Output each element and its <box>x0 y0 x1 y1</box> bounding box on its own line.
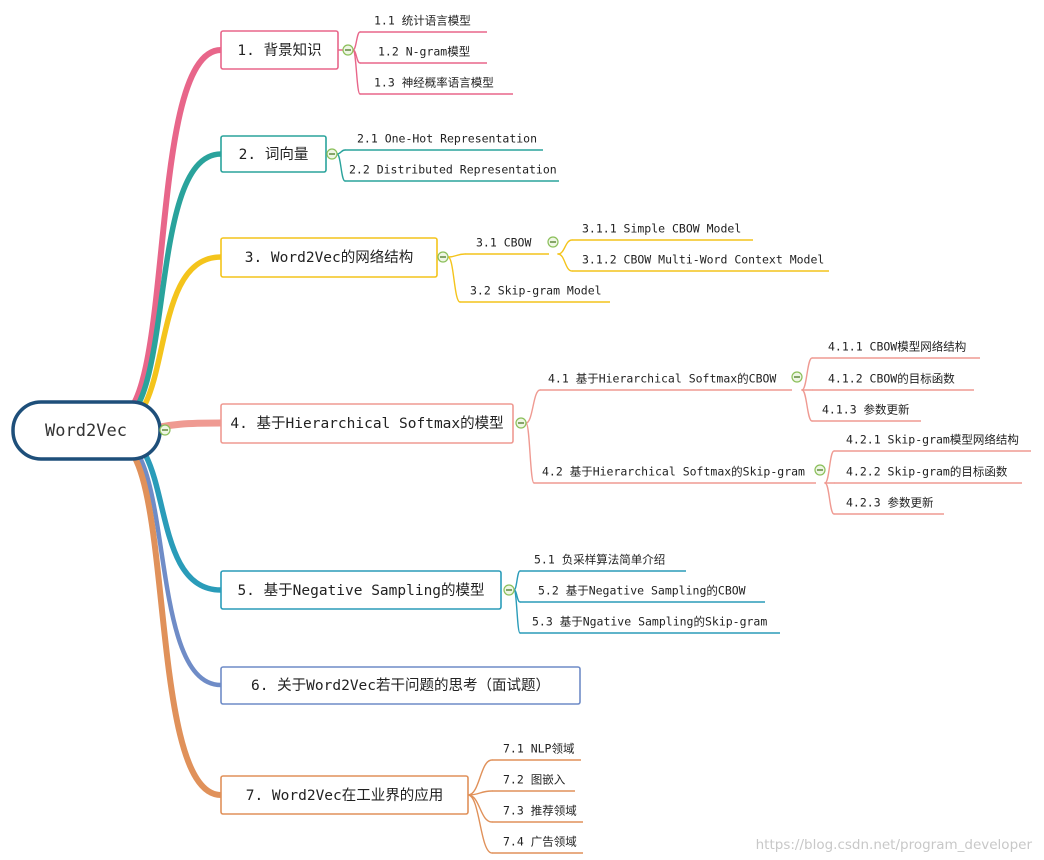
sub-b4-1-connector <box>525 389 541 424</box>
nodes: Word2Vec 1. 背景知识 2. 词向量 3. Word2Vec的网络结构 4. … <box>11 14 1019 849</box>
leaf-b4-1-2[interactable]: 4.1.2 CBOW的目标函数 <box>828 372 955 386</box>
branch-label-b4: 4. 基于Hierarchical Softmax的模型 <box>230 415 503 432</box>
leaf-b5-1-label: 5.1 负采样算法简单介绍 <box>534 553 665 567</box>
leaf-b7-2-label: 7.2 图嵌入 <box>503 773 566 787</box>
leaf-b1-1-label: 1.1 统计语言模型 <box>374 14 471 28</box>
sub-b3-2-connector <box>447 256 461 303</box>
leaf-b1-3[interactable]: 1.3 神经概率语言模型 <box>374 76 494 90</box>
branch-node-b5[interactable]: 5. 基于Negative Sampling的模型 <box>220 570 502 610</box>
leaf-b4-2-1[interactable]: 4.2.1 Skip-gram模型网络结构 <box>846 433 1019 447</box>
b3-collapse-toggle[interactable] <box>437 251 449 263</box>
leaf-b1-3-label: 1.3 神经概率语言模型 <box>374 76 494 90</box>
b4-2-collapse-toggle[interactable] <box>814 464 826 476</box>
branch-label-b2: 2. 词向量 <box>239 146 309 163</box>
leaf-b4-1-1-label: 4.1.1 CBOW模型网络结构 <box>828 340 966 354</box>
leaf-b7-1[interactable]: 7.1 NLP领域 <box>503 742 575 756</box>
branch-label-b7: 7. Word2Vec在工业界的应用 <box>246 786 444 804</box>
branch-node-b2[interactable]: 2. 词向量 <box>220 135 327 173</box>
leaf-b1-2-label: 1.2 N-gram模型 <box>378 45 470 59</box>
branch-node-b4[interactable]: 4. 基于Hierarchical Softmax的模型 <box>220 403 514 444</box>
leaf-b2-1-label: 2.1 One-Hot Representation <box>357 132 537 146</box>
leaf-b7-4-connector <box>467 794 493 854</box>
b3-1-collapse-toggle[interactable] <box>547 236 559 248</box>
branch-node-b1[interactable]: 1. 背景知识 <box>220 30 339 70</box>
leaf-b5-3-connector <box>513 589 521 634</box>
branch-node-b7[interactable]: 7. Word2Vec在工业界的应用 <box>220 775 469 815</box>
leaf-b2-2[interactable]: 2.2 Distributed Representation <box>349 163 557 177</box>
leaf-b4-1-2-label: 4.1.2 CBOW的目标函数 <box>828 372 955 386</box>
leaf-b4-2-1-label: 4.2.1 Skip-gram模型网络结构 <box>846 433 1019 447</box>
branch-label-b6: 6. 关于Word2Vec若干问题的思考（面试题） <box>251 677 550 694</box>
leaf-b2-2-label: 2.2 Distributed Representation <box>349 163 557 177</box>
leaf-b7-1-connector <box>467 759 493 796</box>
watermark: https://blog.csdn.net/program_developer <box>756 837 1033 853</box>
root-label: Word2Vec <box>45 421 127 441</box>
leaf-b5-2-label: 5.2 基于Negative Sampling的CBOW <box>538 584 746 598</box>
sub-b3-2[interactable]: 3.2 Skip-gram Model <box>470 284 602 298</box>
leaf-b1-2[interactable]: 1.2 N-gram模型 <box>378 45 470 59</box>
root-node[interactable]: Word2Vec <box>11 400 162 461</box>
sub-b3-1-label: 3.1 CBOW <box>476 236 531 250</box>
leaf-b7-1-label: 7.1 NLP领域 <box>503 742 575 756</box>
leaf-b4-2-3-connector <box>824 482 835 515</box>
leaf-b7-4-label: 7.4 广告领域 <box>503 835 577 849</box>
leaf-b5-3-label: 5.3 基于Ngative Sampling的Skip-gram <box>532 615 767 629</box>
b4-collapse-toggle[interactable] <box>515 417 527 429</box>
leaf-b5-1[interactable]: 5.1 负采样算法简单介绍 <box>534 553 665 567</box>
leaf-b5-2[interactable]: 5.2 基于Negative Sampling的CBOW <box>538 584 746 598</box>
leaf-b4-2-1-connector <box>824 450 835 484</box>
leaf-b3-1-2-label: 3.1.2 CBOW Multi-Word Context Model <box>582 253 824 267</box>
leaf-b5-1-connector <box>513 570 521 591</box>
leaf-b1-1[interactable]: 1.1 统计语言模型 <box>374 14 471 28</box>
sub-b4-1[interactable]: 4.1 基于Hierarchical Softmax的CBOW <box>548 372 776 386</box>
sub-b4-2-label: 4.2 基于Hierarchical Softmax的Skip-gram <box>542 465 805 479</box>
leaf-b7-3-label: 7.3 推荐领域 <box>503 804 577 818</box>
leaf-b3-1-1[interactable]: 3.1.1 Simple CBOW Model <box>582 222 741 236</box>
leaf-b4-2-3[interactable]: 4.2.3 参数更新 <box>846 496 934 510</box>
leaf-b4-2-2[interactable]: 4.2.2 Skip-gram的目标函数 <box>846 465 1008 479</box>
leaf-b7-3-connector <box>467 794 493 823</box>
branch-label-b1: 1. 背景知识 <box>237 42 321 59</box>
b5-collapse-toggle[interactable] <box>503 584 515 596</box>
trunk-b1 <box>113 47 224 421</box>
leaf-b7-2[interactable]: 7.2 图嵌入 <box>503 773 566 787</box>
b1-collapse-toggle[interactable] <box>342 44 354 56</box>
sub-b4-1-label: 4.1 基于Hierarchical Softmax的CBOW <box>548 372 776 386</box>
sub-b3-1-connector <box>447 253 466 258</box>
trunk-b7 <box>113 439 224 798</box>
leaf-b1-1-connector <box>352 31 361 51</box>
leaf-b4-1-3[interactable]: 4.1.3 参数更新 <box>822 403 910 417</box>
sub-b3-1[interactable]: 3.1 CBOW <box>476 236 531 250</box>
sub-b3-2-label: 3.2 Skip-gram Model <box>470 284 602 298</box>
leaf-b4-1-3-connector <box>801 389 813 422</box>
branch-node-b3[interactable]: 3. Word2Vec的网络结构 <box>220 237 438 278</box>
branch-label-b5: 5. 基于Negative Sampling的模型 <box>237 582 484 599</box>
leaf-b5-3[interactable]: 5.3 基于Ngative Sampling的Skip-gram <box>532 615 767 629</box>
leaf-b3-1-1-connector <box>557 239 573 255</box>
branch-label-b3: 3. Word2Vec的网络结构 <box>245 249 414 266</box>
leaf-b2-1-connector <box>336 149 346 155</box>
b2-collapse-toggle[interactable] <box>326 148 338 160</box>
leaf-b4-1-3-label: 4.1.3 参数更新 <box>822 403 910 417</box>
leaf-b3-1-2-connector <box>557 253 573 272</box>
leaf-b7-3[interactable]: 7.3 推荐领域 <box>503 804 577 818</box>
root-collapse-toggle[interactable] <box>159 424 171 436</box>
leaf-b4-1-1-connector <box>801 357 813 391</box>
leaf-b4-1-1[interactable]: 4.1.1 CBOW模型网络结构 <box>828 340 966 354</box>
sub-b4-2-connector <box>525 422 535 484</box>
leaf-b3-1-1-label: 3.1.1 Simple CBOW Model <box>582 222 741 236</box>
branch-node-b6[interactable]: 6. 关于Word2Vec若干问题的思考（面试题） <box>220 666 581 705</box>
leaf-b4-2-2-label: 4.2.2 Skip-gram的目标函数 <box>846 465 1008 479</box>
leaf-b1-3-connector <box>352 49 361 95</box>
leaf-b7-4[interactable]: 7.4 广告领域 <box>503 835 577 849</box>
leaf-b4-2-3-label: 4.2.3 参数更新 <box>846 496 934 510</box>
sub-b4-2[interactable]: 4.2 基于Hierarchical Softmax的Skip-gram <box>542 465 805 479</box>
leaf-b2-2-connector <box>336 153 346 182</box>
b4-1-collapse-toggle[interactable] <box>791 371 803 383</box>
leaf-b3-1-2[interactable]: 3.1.2 CBOW Multi-Word Context Model <box>582 253 824 267</box>
leaf-b2-1[interactable]: 2.1 One-Hot Representation <box>357 132 537 146</box>
